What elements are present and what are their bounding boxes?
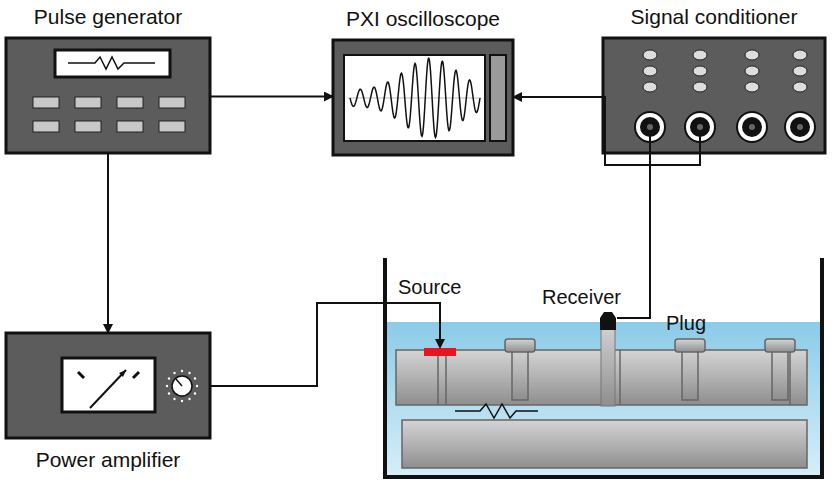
signal-cable [210,96,333,98]
instrument-box: Pulse generator [6,38,210,153]
power-amplifier-box [6,333,210,438]
plugs [505,339,795,400]
receiver-probe [600,312,616,406]
instrument-name: Pulse generator [34,5,182,29]
oscilloscope-box [333,40,513,155]
instrument-box: Signal conditioner [603,38,825,153]
arrow-head [435,339,445,349]
signal-wire [210,130,700,386]
part-label: Receiver [542,286,621,309]
source-transducer [424,348,456,356]
part-label: Plug [666,312,706,335]
signal-cable [107,153,109,333]
signal-conditioner-box [603,38,825,153]
pulse-generator-box [6,38,210,153]
water-tank [385,258,822,477]
instrument-name: Signal conditioner [631,5,798,29]
signal-cable [513,97,700,165]
instrument-box: Power amplifier [6,333,210,438]
instrument-name: PXI oscilloscope [346,7,500,31]
instrument-box: PXI oscilloscope [333,40,513,155]
part-label: Source [398,276,461,299]
instrument-name: Power amplifier [36,448,181,472]
